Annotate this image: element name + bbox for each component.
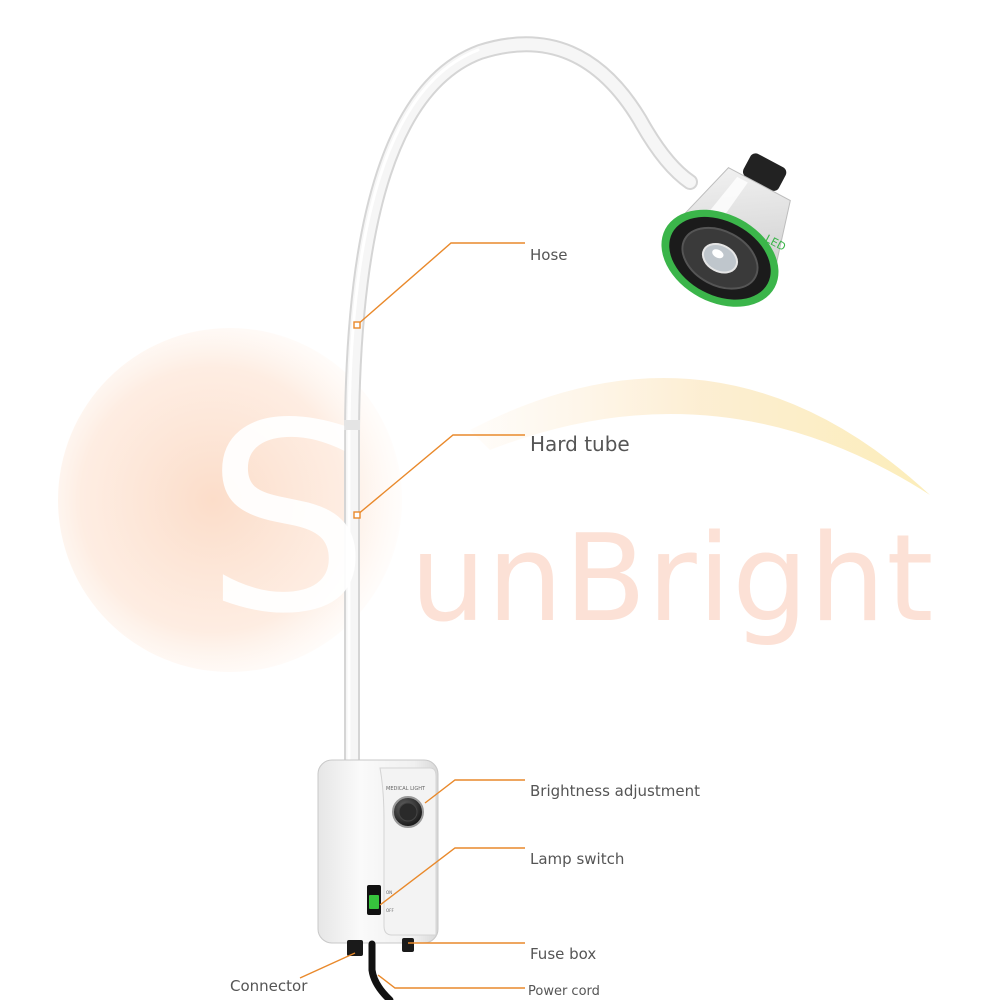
label-power-cord: Power cord xyxy=(528,984,600,999)
leader-lamp-switch xyxy=(379,847,525,906)
leader-brightness xyxy=(424,779,525,804)
label-hard-tube: Hard tube xyxy=(530,432,630,456)
watermark-logo xyxy=(58,328,930,672)
leader-hard-tube xyxy=(356,434,525,516)
gooseneck xyxy=(344,36,698,788)
label-lamp-switch: Lamp switch xyxy=(530,850,625,868)
leader-power-cord xyxy=(377,974,525,989)
connector-plug xyxy=(347,940,363,956)
switch-off-label: OFF xyxy=(386,908,394,913)
label-brightness: Brightness adjustment xyxy=(530,782,700,800)
power-cord xyxy=(368,940,394,1000)
watermark-sun xyxy=(58,328,402,672)
label-connector: Connector xyxy=(230,977,308,995)
hose-highlight xyxy=(347,48,480,782)
lamp-head: LED xyxy=(661,153,791,307)
lamp-switch-rocker xyxy=(369,895,379,909)
leader-connector xyxy=(299,952,356,979)
label-hose: Hose xyxy=(530,246,568,264)
leader-hose xyxy=(356,242,525,326)
switch-on-label: ON xyxy=(386,890,392,895)
lamp-neck xyxy=(742,153,787,191)
marker-hose xyxy=(353,321,361,329)
leader-lines xyxy=(299,242,525,989)
control-box: MEDICAL LIGHT ON OFF xyxy=(317,759,439,1000)
panel-label: MEDICAL LIGHT xyxy=(386,786,426,792)
hose xyxy=(346,38,696,786)
watermark-initial: S xyxy=(205,369,371,671)
watermark-arc xyxy=(470,378,930,495)
hard-tube-joint xyxy=(344,420,360,430)
fuse-box xyxy=(402,938,414,952)
marker-hard-tube xyxy=(353,511,361,519)
lamp-led xyxy=(701,243,739,274)
label-fuse-box: Fuse box xyxy=(530,945,597,963)
watermark-wordmark: unBright xyxy=(410,510,935,649)
